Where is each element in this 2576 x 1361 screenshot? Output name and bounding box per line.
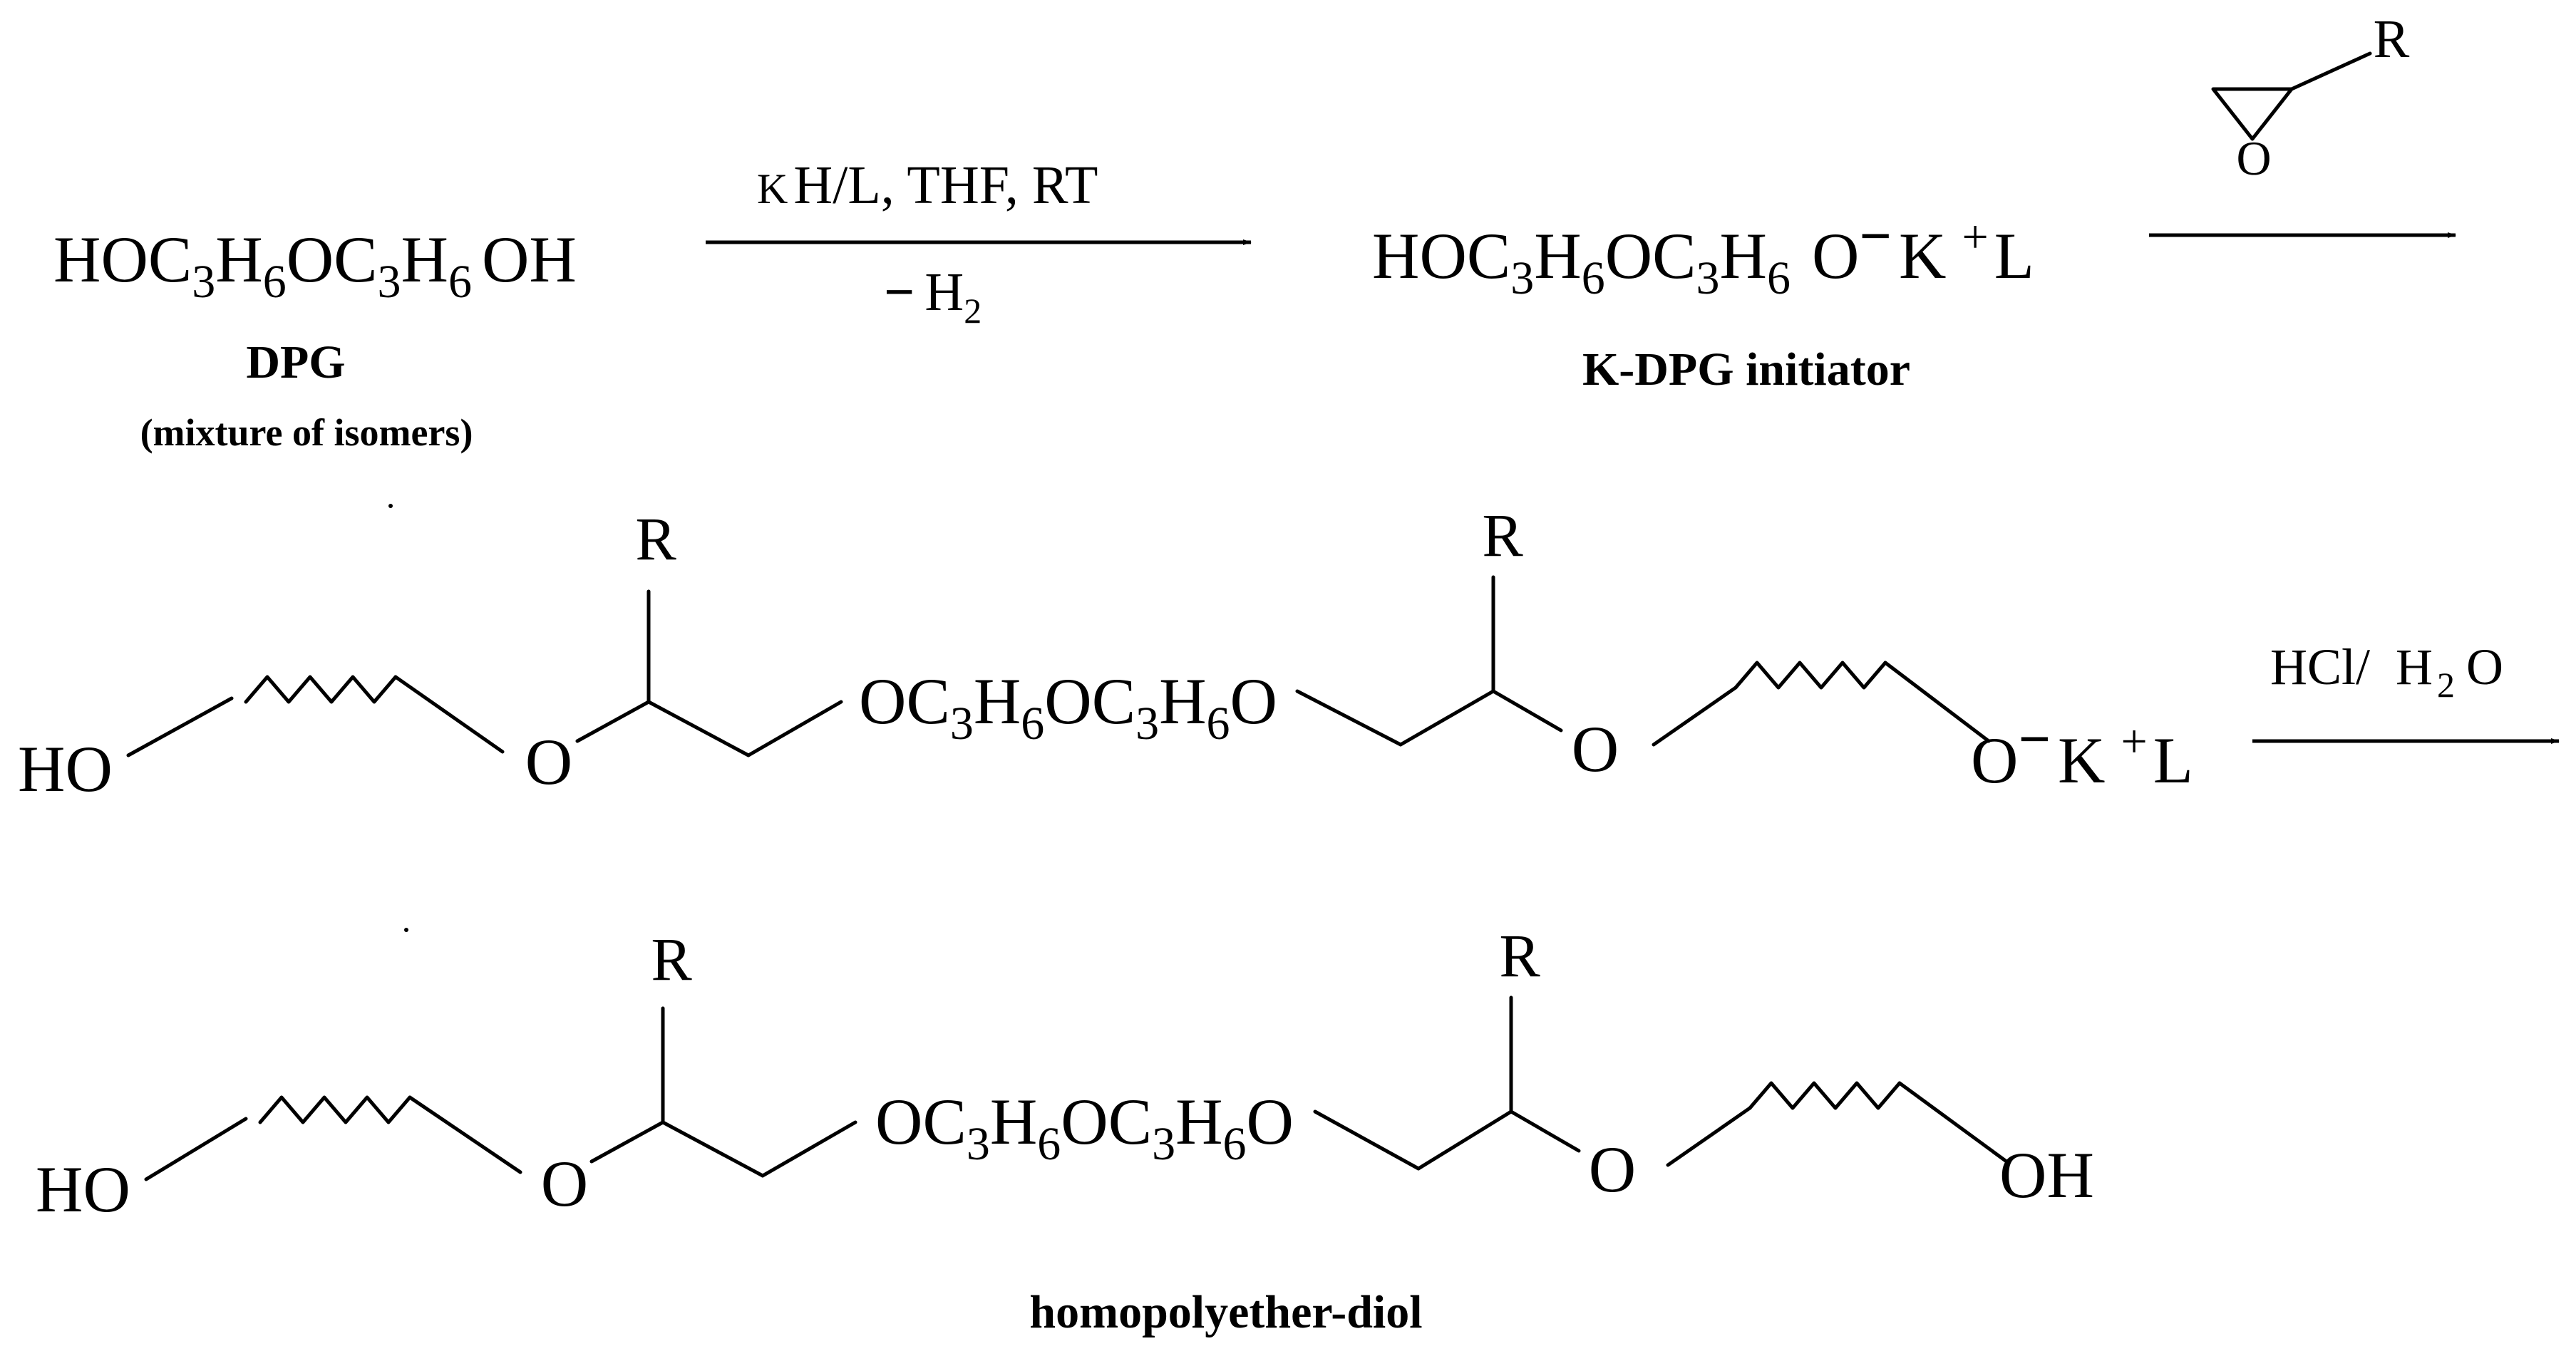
epoxide-o-label: O [2236,131,2271,185]
stray-dot-1 [388,504,393,508]
row2-end-formula: O−K+L [1971,708,2193,797]
stray-dot-2 [404,928,408,932]
row2-r-left: R [635,504,676,573]
row2-skeleton [126,575,1991,757]
dpg-label: DPG [246,336,345,388]
epoxide-r-label: R [2374,9,2410,69]
row3-o-left: O [541,1147,588,1220]
row3-ho: HO [36,1153,130,1226]
row3-oh: OH [1999,1139,2094,1211]
row3-r-right: R [1499,921,1540,990]
row3-middle-formula: OC3H6OC3H6O [875,1085,1294,1170]
row2-o-left: O [525,725,572,798]
dpg-sublabel: (mixture of isomers) [140,411,473,454]
kdpg-label: K-DPG initiator [1582,343,1910,395]
arrow1-byproduct: −H2 [884,262,982,331]
row2-ho: HO [18,733,113,805]
epoxide-structure: R O [2211,9,2410,185]
row3-skeleton [144,995,2009,1181]
row2-r-right: R [1482,501,1523,569]
product-label: homopolyether-diol [1029,1286,1422,1338]
row2-o-right: O [1572,713,1619,785]
row2-middle-formula: OC3H6OC3H6O [859,665,1277,750]
row3-r-left: R [651,925,692,993]
row3-o-right: O [1589,1133,1636,1206]
